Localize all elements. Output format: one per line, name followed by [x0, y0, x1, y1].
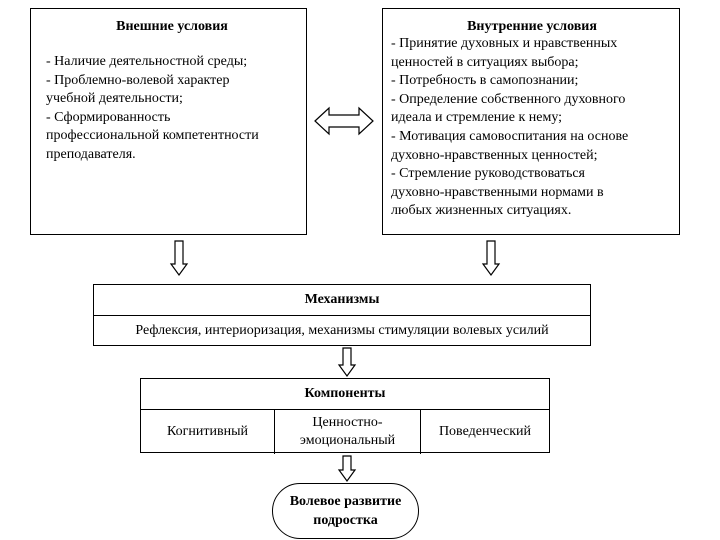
down-arrow-icon	[337, 347, 357, 378]
internal-condition-line: ценностей в ситуациях выбора;	[391, 54, 579, 70]
components-row: Когнитивный Ценностно- эмоциональный Пов…	[141, 410, 549, 454]
bidirectional-arrow-icon	[314, 106, 374, 136]
external-condition-line: учебной деятельности;	[46, 91, 183, 107]
component-cognitive: Когнитивный	[141, 410, 275, 454]
external-conditions-title: Внешние условия	[116, 19, 228, 34]
result-label: подростка	[313, 513, 378, 528]
component-value-emotional: Ценностно- эмоциональный	[275, 410, 421, 454]
components-title: Компоненты	[141, 379, 549, 410]
mechanisms-description: Рефлексия, интериоризация, механизмы сти…	[135, 323, 549, 338]
component-label: эмоциональный	[299, 433, 396, 448]
external-condition-line: преподавателя.	[46, 146, 136, 162]
component-behavioral: Поведенческий	[421, 410, 549, 454]
mechanisms-title: Механизмы	[94, 285, 590, 316]
external-condition-line: - Наличие деятельностной среды;	[46, 54, 248, 69]
internal-condition-line: - Мотивация самовоспитания на основе	[391, 128, 629, 144]
components-box: Компоненты Когнитивный Ценностно- эмоцио…	[140, 378, 550, 454]
internal-condition-line: - Определение собственного духовного	[391, 91, 626, 107]
internal-condition-line: - Потребность в самопознании;	[391, 73, 579, 89]
component-label: Когнитивный	[167, 424, 248, 439]
internal-condition-line: духовно-нравственных ценностей;	[391, 147, 598, 163]
external-conditions-box: Внешние условия - Наличие деятельностной…	[30, 8, 307, 235]
internal-conditions-box: Внутренние условия - Принятие духовных и…	[382, 8, 680, 235]
internal-condition-line: - Принятие духовных и нравственных	[391, 36, 618, 51]
external-condition-line: - Сформированность	[46, 109, 171, 125]
component-label: Поведенческий	[438, 424, 532, 439]
internal-conditions-title: Внутренние условия	[467, 19, 597, 34]
external-condition-line: - Проблемно-волевой характер	[46, 72, 230, 88]
internal-condition-line: духовно-нравственными нормами в	[391, 184, 604, 200]
internal-condition-line: - Стремление руководствоваться	[391, 166, 585, 182]
external-condition-line: профессиональной компетентности	[46, 128, 259, 144]
down-arrow-icon	[169, 240, 189, 277]
internal-condition-line: любых жизненных ситуациях.	[391, 203, 572, 219]
result-oval: Волевое развитие подростка	[272, 483, 419, 539]
result-label: Волевое развитие	[289, 494, 402, 509]
down-arrow-icon	[337, 455, 357, 483]
down-arrow-icon	[481, 240, 501, 277]
internal-condition-line: идеала и стремление к нему;	[391, 110, 563, 126]
mechanisms-box: Механизмы Рефлексия, интериоризация, мех…	[93, 284, 591, 346]
component-label: Ценностно-	[312, 415, 383, 430]
